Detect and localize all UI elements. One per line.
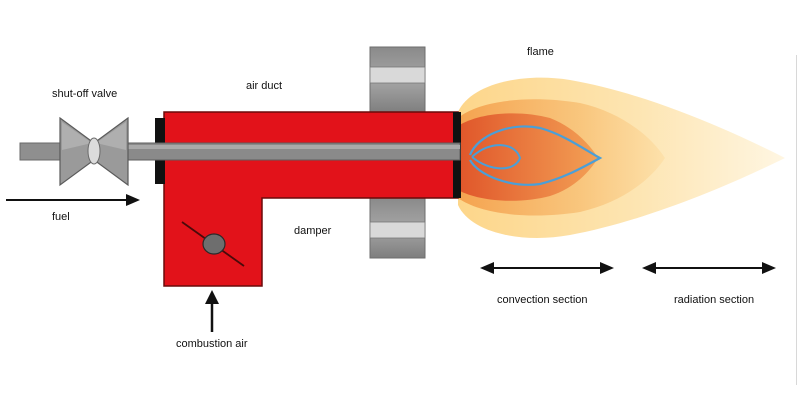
shutoff-valve-label: shut-off valve bbox=[52, 88, 118, 100]
convection-section-label: convection section bbox=[497, 294, 588, 306]
fuel-pipe bbox=[19, 142, 461, 161]
furnace-wall-bottom bbox=[369, 197, 426, 259]
combustion-air-arrow bbox=[205, 290, 219, 332]
air-duct-label: air duct bbox=[246, 80, 283, 92]
radiation-section-arrow bbox=[642, 262, 776, 274]
combustion-air-label: combustion air bbox=[176, 338, 248, 350]
fuel-label: fuel bbox=[52, 211, 70, 223]
shut-off-valve-icon bbox=[59, 116, 129, 187]
convection-section-arrow bbox=[480, 262, 614, 274]
flame-label: flame bbox=[527, 46, 554, 58]
radiation-section-label: radiation section bbox=[674, 294, 755, 306]
fuel-arrow bbox=[6, 194, 140, 206]
image-edge-line bbox=[796, 55, 797, 385]
furnace-wall-top bbox=[369, 46, 426, 114]
flame bbox=[458, 77, 785, 238]
damper-icon bbox=[181, 221, 245, 267]
damper-label: damper bbox=[294, 225, 332, 237]
flame-core-zone bbox=[458, 113, 598, 201]
flame-blue-inner-outline bbox=[468, 125, 603, 186]
flame-blue-inner-loop bbox=[471, 144, 522, 170]
